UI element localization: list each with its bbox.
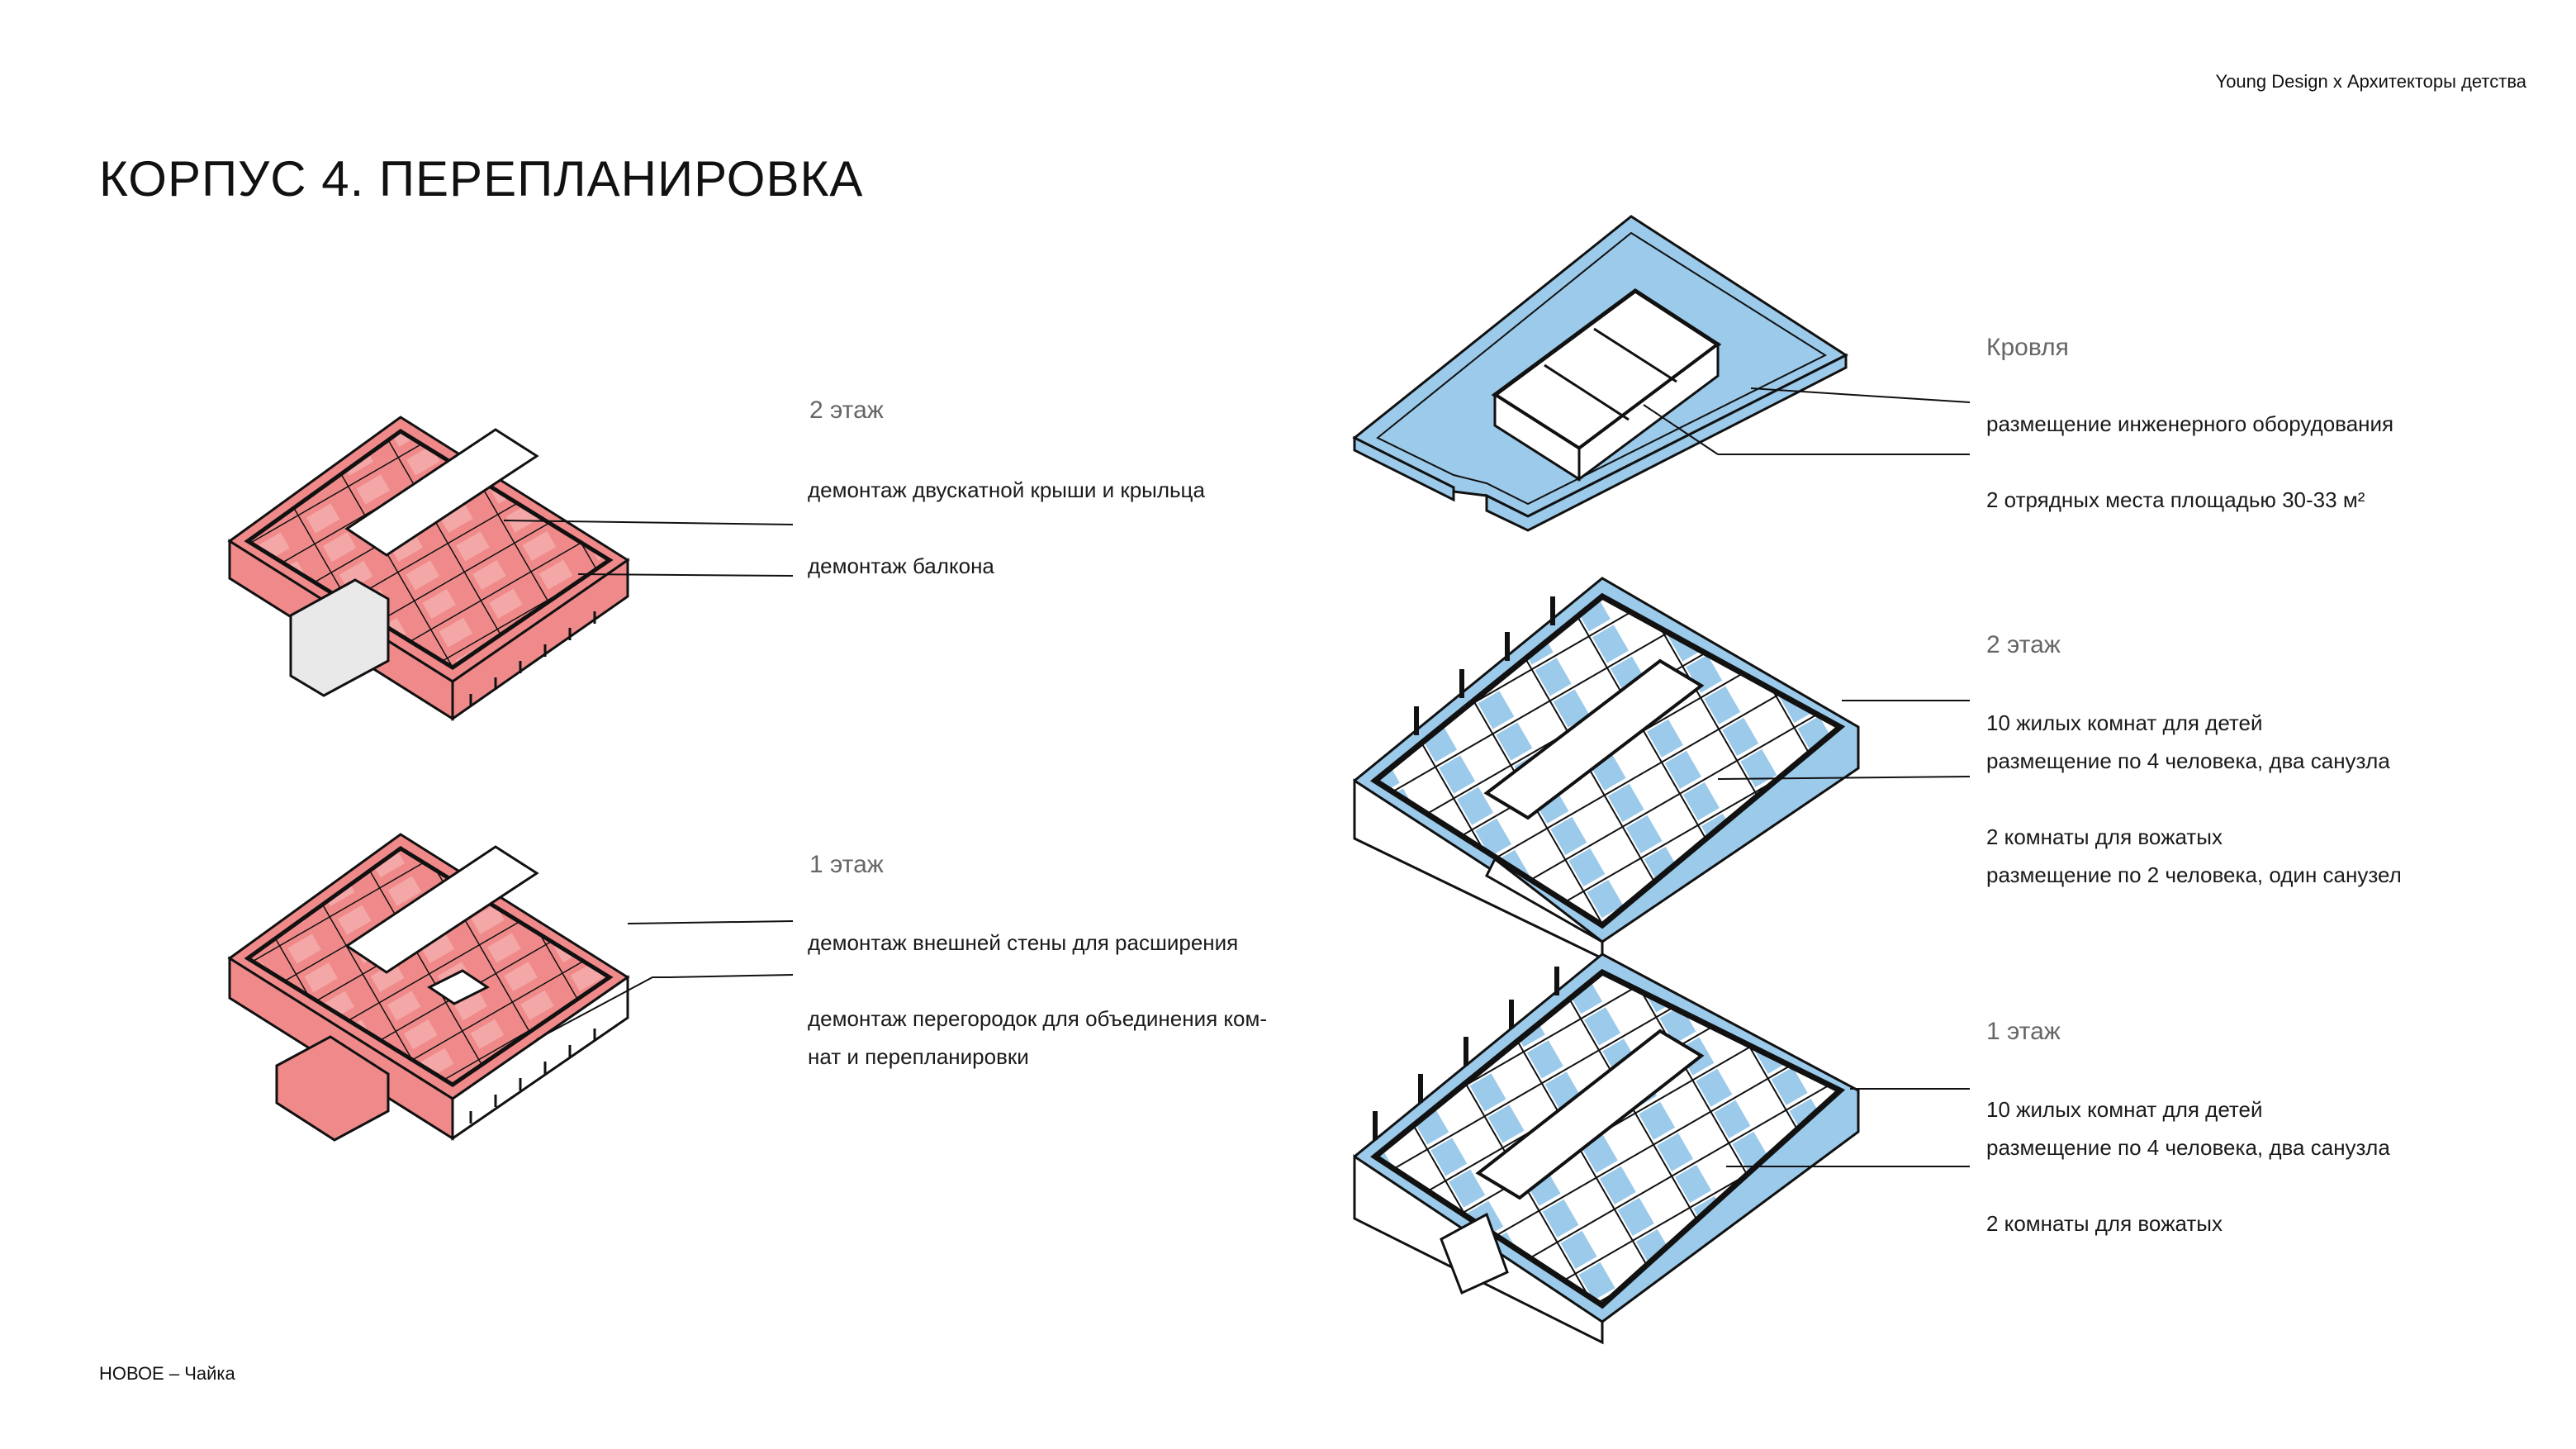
demolition-floor2-heading: 2 этаж (809, 397, 884, 424)
page-title: КОРПУС 4. ПЕРЕПЛАНИРОВКА (99, 151, 864, 207)
new-floor2-heading: 2 этаж (1986, 631, 2061, 658)
brand-label: Young Design х Архитекторы детства (2215, 71, 2526, 92)
roof-model (1352, 215, 1849, 532)
demolition-floor2-note-1: демонтаж двускатной крыши и крыльца (808, 477, 1205, 502)
new-floor2-model (1353, 577, 1860, 961)
roof-note-2: 2 отрядных места площадью 30-33 м² (1986, 487, 2365, 512)
new-floor1-note-3: 2 комнаты для вожатых (1986, 1211, 2223, 1236)
leader-lines (503, 387, 1971, 1167)
project-label: НОВОЕ – Чайка (99, 1363, 235, 1384)
new-floor2-note-4: размещение по 2 человека, один санузел (1986, 862, 2402, 887)
new-floor1-model (1353, 953, 1860, 1345)
demolition-floor1-note-2: демонтаж перегородок для объединения ком… (808, 1006, 1268, 1031)
roof-note-1: размещение инженерного оборудования (1986, 411, 2394, 436)
new-floor1-note-1: 10 жилых комнат для детей (1986, 1097, 2263, 1122)
roof-heading: Кровля (1986, 334, 2069, 361)
demolition-floor1-note-3: нат и перепланировки (808, 1044, 1029, 1069)
demolition-floor2-model (227, 416, 630, 721)
new-floor1-heading: 1 этаж (1986, 1018, 2061, 1045)
new-floor2-note-3: 2 комнаты для вожатых (1986, 824, 2223, 849)
demolition-floor2-note-2: демонтаж балкона (808, 553, 994, 578)
new-floor1-note-2: размещение по 4 человека, два санузла (1986, 1135, 2390, 1160)
demolition-floor1-heading: 1 этаж (809, 851, 884, 878)
demolition-floor1-model (227, 833, 630, 1142)
new-floor2-note-2: размещение по 4 человека, два санузла (1986, 748, 2390, 773)
new-floor2-note-1: 10 жилых комнат для детей (1986, 710, 2263, 735)
demolition-floor1-note-1: демонтаж внешней стены для расширения (808, 930, 1239, 955)
